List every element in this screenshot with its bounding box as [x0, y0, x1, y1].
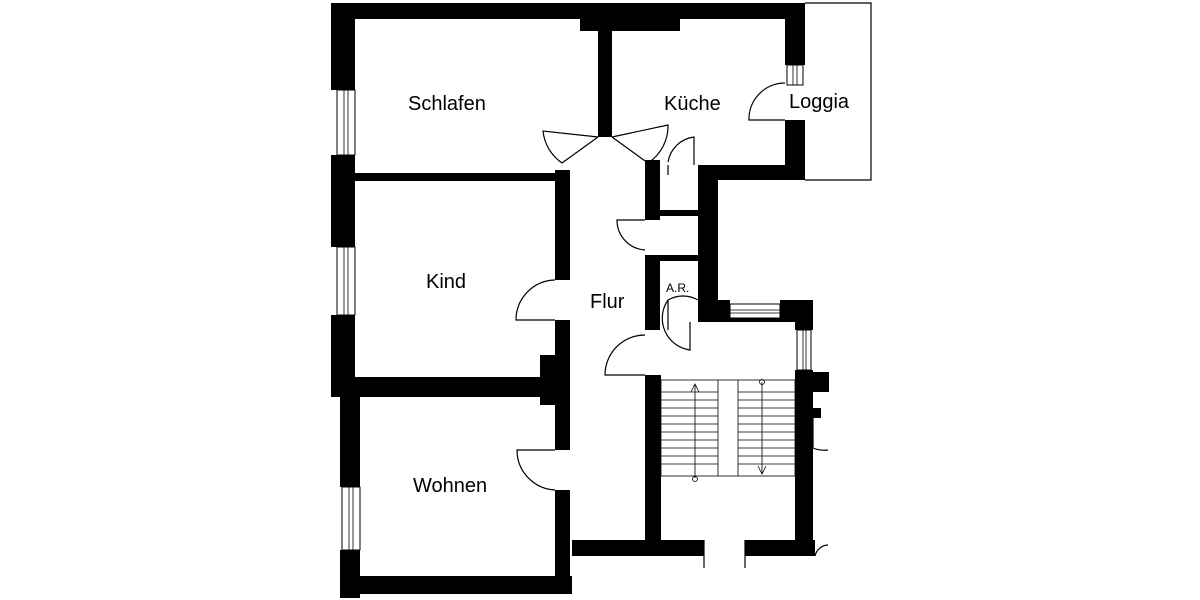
windows [336, 64, 812, 551]
window-stair-top [729, 303, 781, 319]
stair-flight-up [661, 391, 718, 465]
wall-left-lower [340, 397, 360, 487]
wall-stair-cap [645, 375, 661, 378]
wall-top-thick [580, 19, 680, 31]
wall-kitchen-right-top [785, 3, 805, 65]
doors [515, 82, 829, 568]
wall-kitchen-bottom [698, 165, 805, 180]
window-kind [336, 246, 356, 316]
window-kueche [786, 64, 804, 86]
wall-stair-top [698, 318, 813, 322]
interior-walls [355, 19, 718, 590]
door-abstellraum [661, 295, 699, 351]
wall-kind-flur-top [555, 170, 570, 280]
wall-schlafen-kind [355, 173, 555, 181]
door-wohnen [516, 449, 556, 491]
door-kind [515, 279, 556, 321]
wall-stair-right [795, 370, 813, 556]
wall-wohnen-flur-bottom [555, 490, 570, 590]
wall-stair-left [645, 378, 661, 540]
room-label-wohnen: Wohnen [413, 475, 487, 497]
door-loggia [748, 82, 786, 121]
room-label-kueche: Küche [664, 93, 721, 115]
window-wohnen [341, 486, 361, 551]
wall-bottom-wohnen [340, 576, 572, 594]
wall-left-upper [331, 3, 355, 90]
room-label-abstellraum: A.R. [666, 281, 689, 295]
door-entrance [604, 334, 646, 376]
door-bad [667, 136, 695, 175]
wall-ext-stub-2 [813, 408, 821, 418]
room-label-flur: Flur [590, 291, 625, 313]
wall-bottom-flur [572, 540, 704, 556]
staircase [660, 379, 796, 482]
wall-kind-wohnen [355, 377, 555, 397]
door-bottom [703, 540, 746, 568]
door-schlafen [542, 130, 599, 164]
door-exterior-right [812, 418, 829, 557]
wall-shaft-divider-1 [660, 210, 698, 216]
window-schlafen [336, 89, 356, 156]
stair-flight-down [738, 391, 795, 465]
window-stair-right [796, 329, 812, 371]
wall-schlafen-kueche [598, 19, 612, 137]
room-label-schlafen: Schlafen [408, 93, 486, 115]
wall-ext-stub-1 [813, 372, 829, 392]
room-labels: Schlafen Küche Loggia Kind Flur A.R. Woh… [408, 91, 850, 497]
wall-left-mid2 [331, 315, 355, 397]
wall-top [331, 3, 805, 19]
loggia-outline [805, 2, 872, 181]
room-label-kind: Kind [426, 271, 466, 293]
door-shaft [616, 219, 646, 251]
door-kueche [611, 124, 669, 164]
wall-stair-top-right [780, 300, 813, 322]
wall-shaft-right [698, 165, 718, 322]
wall-bad-left-top [645, 160, 660, 220]
room-label-loggia: Loggia [789, 91, 850, 113]
wall-bad-left-mid [645, 255, 660, 330]
exterior-walls [331, 3, 829, 598]
wall-left-mid [331, 155, 355, 247]
wall-shaft-divider-2 [660, 255, 698, 261]
